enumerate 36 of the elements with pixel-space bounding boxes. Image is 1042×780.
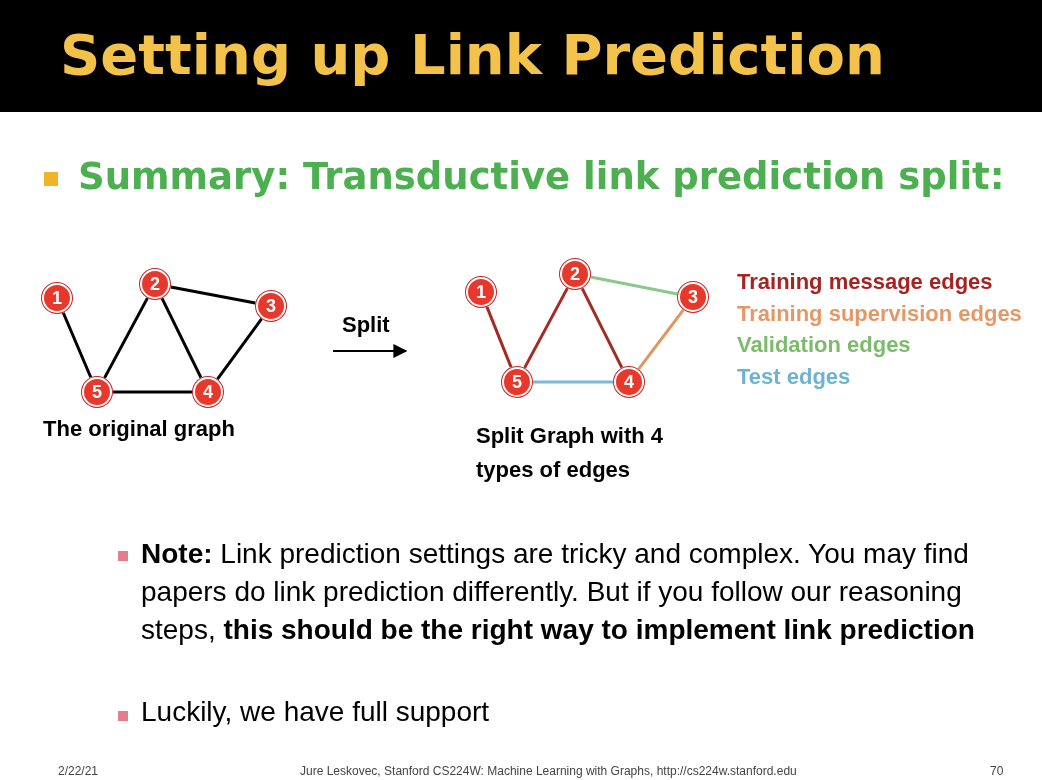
note-paragraph: Note: Link prediction settings are tricky and complex. You may find papers do link prediction differently. But if you follow our reasoning steps, this should be the right way to implement link prediction xyxy=(141,537,976,647)
legend-entry: Validation edges xyxy=(737,332,911,358)
footer-date: 2/22/21 xyxy=(58,764,99,778)
bullet-text: Luckily, we have full support xyxy=(141,696,490,728)
graph-caption: Split Graph with 4 types of edges xyxy=(476,422,664,484)
numbered-node-circle: 4 xyxy=(614,367,644,397)
graph-edge xyxy=(216,318,263,380)
legend-entry: Training supervision edges xyxy=(737,300,1022,327)
graph-edge xyxy=(61,312,93,378)
numbered-node-circle: 2 xyxy=(140,269,170,299)
legend-entry: Training message edges xyxy=(737,269,993,295)
numbered-node-circle: 3 xyxy=(256,291,286,321)
numbered-node-circle: 3 xyxy=(678,282,708,312)
page-number: 70 xyxy=(990,764,1004,778)
legend-entry: Test edges xyxy=(737,363,851,390)
numbered-node-circle: 1 xyxy=(466,277,496,307)
arrow-label: Split xyxy=(342,312,390,338)
bullet-heading: Summary: Transductive link prediction split: xyxy=(78,155,1005,198)
numbered-node-circle: 2 xyxy=(560,259,590,289)
graph-edge xyxy=(523,287,569,369)
numbered-node-circle: 5 xyxy=(82,377,112,407)
graph-caption: The original graph xyxy=(43,416,235,442)
graph-edge xyxy=(103,297,149,379)
numbered-node-circle: 5 xyxy=(502,367,532,397)
graph-edge xyxy=(160,297,203,379)
graph-edge xyxy=(533,380,613,384)
graph-edge xyxy=(113,390,192,394)
graph-edge xyxy=(637,308,685,371)
footer-credit: Jure Leskovec, Stanford CS224W: Machine Learning with Graphs, http://cs224w.stanford.edu xyxy=(300,764,797,778)
numbered-node-circle: 1 xyxy=(42,283,72,313)
numbered-node-circle: 4 xyxy=(193,377,223,407)
graph-edge xyxy=(485,306,513,368)
graph-edge xyxy=(580,287,624,369)
graph-edge xyxy=(170,285,256,305)
graph-edge xyxy=(590,275,678,296)
slide-title: Setting up Link Prediction xyxy=(60,22,885,87)
